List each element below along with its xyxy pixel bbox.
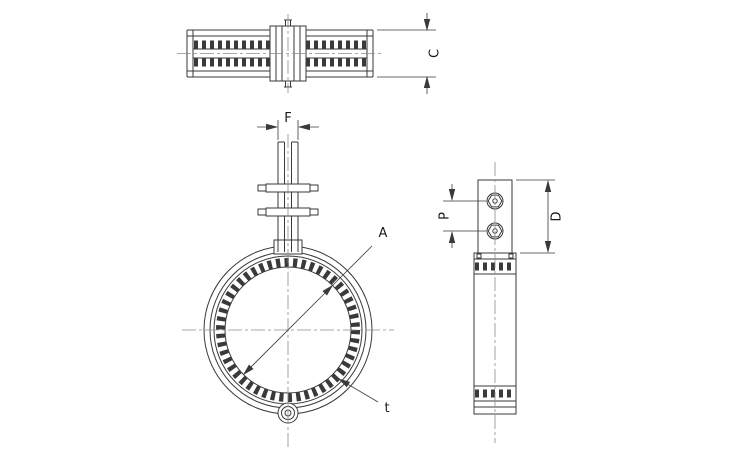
dimension-F: F: [257, 111, 319, 140]
dim-label-C: C: [428, 49, 443, 58]
dimension-t: t: [338, 378, 390, 416]
band-edge-body: [474, 253, 516, 414]
dim-label-A: A: [379, 226, 388, 241]
dimension-D: D: [516, 179, 565, 254]
centerlines: [177, 14, 496, 447]
dimension-P: P: [438, 184, 486, 248]
dim-label-P: P: [438, 212, 453, 220]
clamp-tabs: [278, 142, 298, 252]
dim-label-D: D: [550, 211, 565, 221]
dimension-A: A: [242, 226, 388, 376]
dimension-C: C: [377, 13, 443, 94]
dim-label-F: F: [284, 111, 291, 126]
dim-label-t: t: [384, 401, 389, 416]
